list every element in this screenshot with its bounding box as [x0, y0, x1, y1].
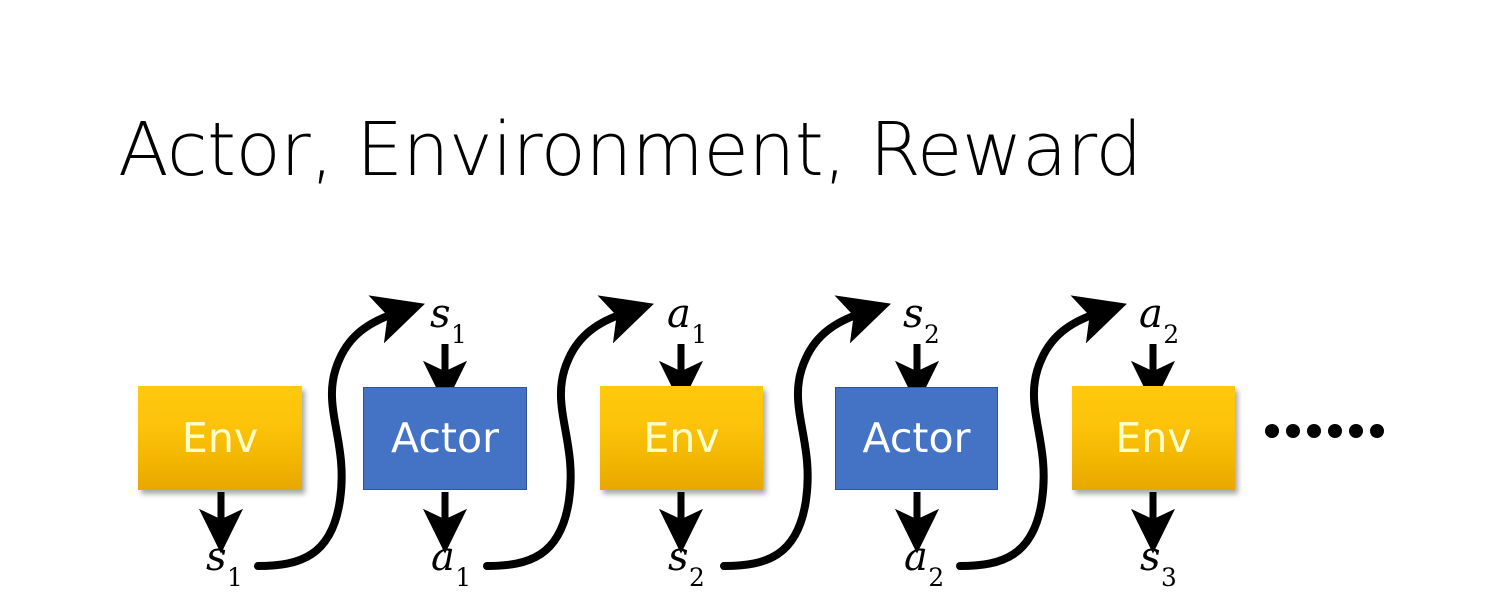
label-action-a2-bottom: a2: [904, 534, 944, 590]
symbol: s: [903, 291, 924, 337]
symbol: a: [667, 291, 691, 337]
subscript: 3: [1161, 563, 1177, 593]
label-state-s2-top: s2: [903, 291, 940, 347]
ellipsis-dot: [1265, 424, 1279, 438]
node-env-2[interactable]: Env: [600, 386, 763, 490]
ellipsis-dot: [1349, 424, 1363, 438]
label-state-s1-bottom: s1: [206, 534, 243, 590]
node-actor-1[interactable]: Actor: [363, 387, 527, 490]
subscript: 1: [451, 320, 467, 350]
label-state-s2-bottom: s2: [668, 534, 705, 590]
subscript: 2: [1163, 320, 1180, 350]
page-title: Actor, Environment, Reward: [118, 107, 1142, 193]
node-label: Env: [1115, 413, 1192, 462]
node-env-1[interactable]: Env: [138, 386, 302, 490]
down-arrows-into-boxes: [422, 344, 1176, 406]
ellipsis-dot: [1328, 424, 1342, 438]
node-env-3[interactable]: Env: [1072, 386, 1235, 490]
node-label: Actor: [391, 414, 499, 462]
subscript: 2: [689, 563, 705, 593]
symbol: s: [1140, 534, 1161, 580]
ellipsis-dot: [1307, 424, 1321, 438]
symbol: s: [430, 291, 451, 337]
label-action-a1-bottom: a1: [431, 534, 471, 590]
symbol: a: [1139, 291, 1163, 337]
ellipsis-dot: [1286, 424, 1300, 438]
node-label: Actor: [862, 414, 971, 462]
ellipsis-continuation: [1265, 424, 1384, 438]
subscript: 1: [455, 563, 472, 593]
subscript: 1: [691, 320, 708, 350]
node-label: Env: [181, 413, 259, 462]
ellipsis-group-1: [1265, 424, 1321, 438]
subscript: 1: [227, 563, 243, 593]
label-state-s3-bottom: s3: [1140, 534, 1177, 590]
label-action-a1-top: a1: [667, 291, 707, 347]
subscript: 2: [928, 563, 945, 593]
subscript: 2: [924, 320, 940, 350]
down-arrows-out-of-boxes: [198, 492, 1176, 554]
symbol: a: [431, 534, 455, 580]
ellipsis-dot: [1370, 424, 1384, 438]
label-action-a2-top: a2: [1139, 291, 1179, 347]
node-actor-2[interactable]: Actor: [835, 387, 998, 490]
symbol: s: [668, 534, 689, 580]
label-state-s1-top: s1: [430, 291, 467, 347]
ellipsis-group-2: [1328, 424, 1384, 438]
node-label: Env: [643, 413, 720, 462]
symbol: a: [904, 534, 928, 580]
symbol: s: [206, 534, 227, 580]
